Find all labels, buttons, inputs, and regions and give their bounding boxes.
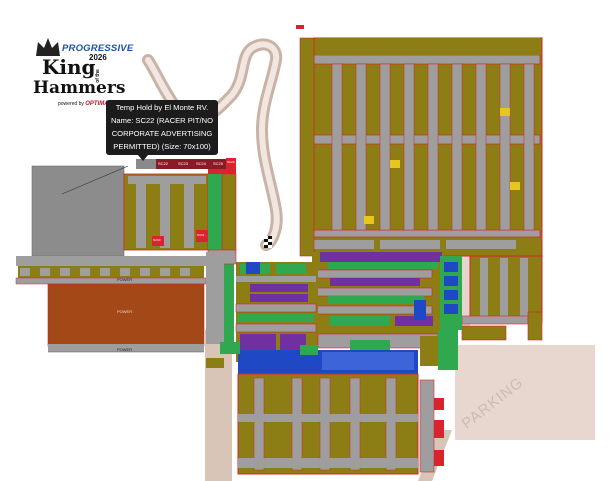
parking-lot[interactable] bbox=[455, 345, 595, 440]
label-sc26: SC26 bbox=[227, 160, 235, 164]
logo-sponsor: powered by OPTIMA bbox=[58, 101, 109, 107]
logo-title-king: King bbox=[42, 55, 96, 79]
sc-strip[interactable] bbox=[136, 159, 236, 169]
label-sc23: SC23 bbox=[178, 161, 189, 166]
lot-tooltip: Temp Hold by El Monte RV. Name: SC22 (RA… bbox=[106, 100, 218, 155]
label-sc24: SC24 bbox=[196, 161, 207, 166]
label-sc22: SC22 bbox=[158, 161, 169, 166]
tooltip-arrow bbox=[138, 155, 148, 161]
tooltip-line-2: Name: SC22 (RACER PIT/NO bbox=[110, 116, 214, 125]
label-power-middle: POWER bbox=[117, 309, 133, 314]
logo-year: 2026 bbox=[89, 53, 107, 62]
lot-south[interactable] bbox=[237, 373, 444, 475]
tooltip-line-3: CORPORATE ADVERTISING bbox=[111, 129, 213, 138]
label-sc25: SC25 bbox=[213, 161, 224, 166]
brand-text: PROGRESSIVE bbox=[62, 43, 134, 54]
road-right-edge bbox=[462, 256, 470, 330]
sc-badge-3[interactable] bbox=[152, 236, 164, 246]
sc-badge-2[interactable] bbox=[196, 230, 208, 242]
sponsor-name: OPTIMA bbox=[85, 101, 109, 107]
label-sc-b: SC01 bbox=[197, 233, 205, 237]
area-gray-block[interactable] bbox=[31, 165, 125, 257]
vendor-area-south[interactable] bbox=[238, 330, 458, 374]
label-sc-c: SC03 bbox=[153, 238, 161, 242]
racer-pit-area[interactable] bbox=[123, 166, 237, 265]
label-power-west: POWER bbox=[117, 277, 133, 282]
event-logo bbox=[28, 36, 132, 118]
sc-badge[interactable] bbox=[226, 158, 236, 172]
label-power-bottom: POWER bbox=[117, 347, 133, 352]
vendor-area-center[interactable] bbox=[311, 252, 462, 340]
lot-west-power[interactable] bbox=[15, 252, 224, 353]
logo-title-hammers: Hammers bbox=[33, 78, 126, 98]
crown-icon bbox=[36, 38, 60, 56]
tooltip-line-4: PERMITTED) (Size: 70x100) bbox=[113, 142, 211, 151]
roads bbox=[205, 256, 595, 481]
lot-northeast[interactable] bbox=[313, 37, 543, 257]
lot-east[interactable] bbox=[461, 255, 543, 341]
lot-strip[interactable] bbox=[299, 37, 315, 257]
tooltip-line-1: Temp Hold by El Monte RV. bbox=[115, 103, 209, 112]
sc22-lot[interactable] bbox=[136, 159, 156, 169]
powered-by: powered by bbox=[58, 101, 84, 107]
